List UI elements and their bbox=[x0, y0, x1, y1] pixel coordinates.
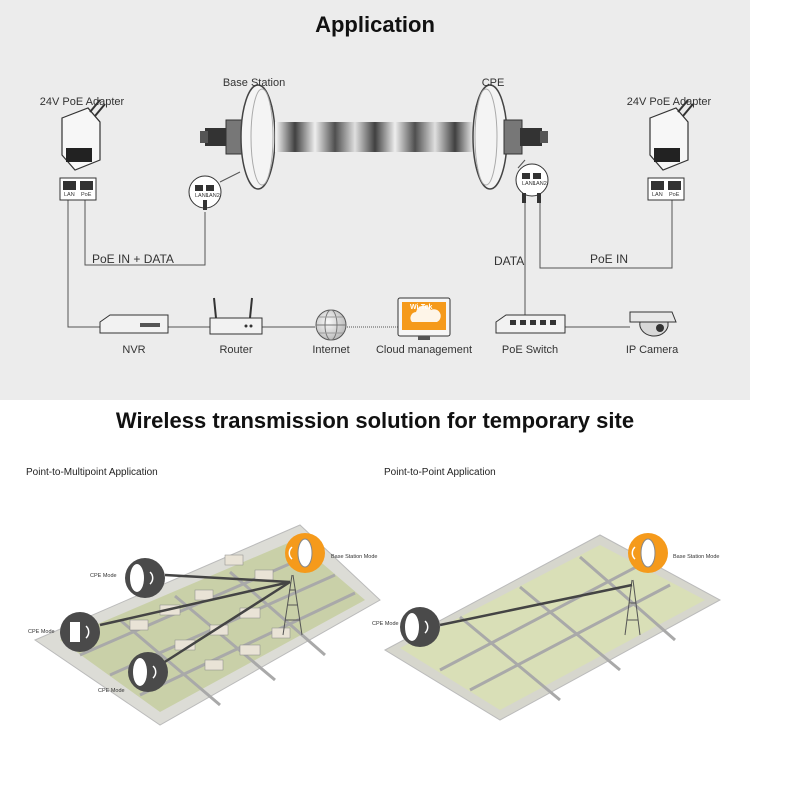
label-poe-switch: PoE Switch bbox=[501, 344, 559, 356]
p2mp-cpe-mode-label-2: CPE Mode bbox=[28, 629, 55, 635]
p2p-cpe-mode-label: CPE Mode bbox=[372, 621, 399, 627]
cpe-port-callout bbox=[515, 159, 549, 203]
router-device bbox=[209, 297, 263, 335]
label-ip-camera: IP Camera bbox=[625, 344, 679, 356]
p2p-base-mode-label: Base Station Mode bbox=[673, 554, 720, 560]
port-lan2-base: LAN2 bbox=[206, 193, 220, 199]
port-lan-left: LAN bbox=[64, 192, 75, 198]
label-internet: Internet bbox=[312, 344, 350, 356]
port-lan2-cpe: LAN2 bbox=[533, 181, 547, 187]
label-poe-in: PoE IN bbox=[590, 252, 629, 266]
port-lan-right: LAN bbox=[652, 192, 663, 198]
cloud-management-monitor bbox=[397, 297, 451, 340]
label-adapter-right: 24V PoE Adapter bbox=[626, 96, 712, 108]
label-base-station: Base Station bbox=[222, 77, 286, 89]
cloud-logo-text: Wi-Tek bbox=[410, 304, 433, 311]
p2p-title: Point-to-Point Application bbox=[384, 467, 496, 478]
p2mp-base-mode-label: Base Station Mode bbox=[331, 554, 378, 560]
poe-adapter-left bbox=[59, 99, 106, 201]
port-lan1-base: LAN1 bbox=[195, 193, 209, 199]
label-data: DATA bbox=[494, 254, 525, 268]
ip-camera-device bbox=[629, 311, 677, 337]
port-poe-right: PoE bbox=[669, 192, 680, 198]
nvr-device bbox=[99, 314, 169, 334]
application-title: Application bbox=[315, 12, 435, 37]
cpe-device bbox=[472, 84, 548, 190]
wireless-beam bbox=[275, 122, 475, 152]
label-poe-in-data: PoE IN + DATA bbox=[92, 252, 174, 266]
poe-switch-device bbox=[495, 314, 566, 334]
label-router: Router bbox=[219, 344, 253, 356]
label-adapter-left: 24V PoE Adapter bbox=[39, 96, 125, 108]
application-diagram bbox=[59, 84, 694, 341]
label-cpe: CPE bbox=[481, 77, 505, 89]
cable-lines bbox=[67, 200, 673, 328]
port-lan1-cpe: LAN1 bbox=[522, 181, 536, 187]
label-nvr: NVR bbox=[122, 344, 146, 356]
label-cloud-management: Cloud management bbox=[375, 344, 473, 356]
p2mp-cpe-mode-label-1: CPE Mode bbox=[90, 573, 117, 579]
p2mp-cpe-mode-label-3: CPE Mode bbox=[98, 688, 125, 694]
p2mp-title: Point-to-Multipoint Application bbox=[26, 467, 158, 478]
base-station-port-callout bbox=[188, 171, 241, 210]
temporary-site-title: Wireless transmission solution for tempo… bbox=[115, 408, 635, 433]
port-poe-left: PoE bbox=[81, 192, 92, 198]
base-station-device bbox=[200, 84, 276, 190]
internet-globe bbox=[315, 309, 347, 341]
poe-adapter-right bbox=[647, 99, 694, 201]
